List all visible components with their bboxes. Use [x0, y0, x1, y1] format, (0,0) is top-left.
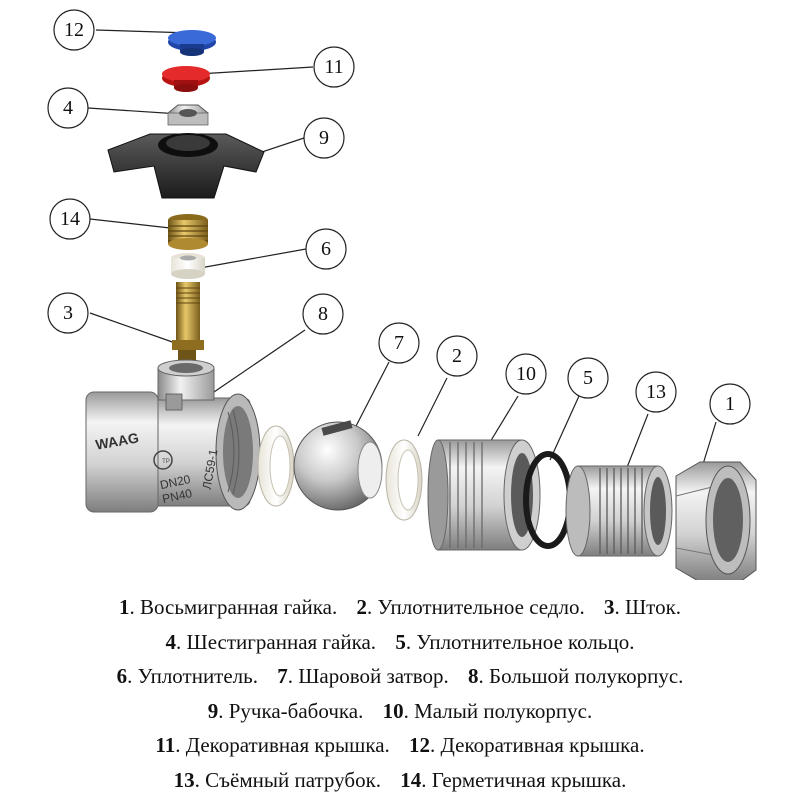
octagonal-nut: [675, 461, 757, 583]
brand-marking: WAAG: [94, 429, 140, 452]
legend-item: 6. Уплотнитель.: [117, 664, 258, 688]
svg-text:10: 10: [516, 363, 536, 385]
legend-item: 5. Уплотнительное кольцо.: [395, 630, 634, 654]
legend-number: 5: [395, 629, 406, 654]
legend-number: 3: [603, 595, 615, 619]
legend-item: 4. Шестигранная гайка.: [166, 630, 377, 654]
legend-line: 11. Декоративная крышка. 12. Декоративна…: [0, 728, 800, 763]
callout-group: 12 11 4 9 14 6 3 8 7 2 10 5 13 1: [47, 9, 751, 425]
callout-1: 1: [709, 383, 751, 425]
legend-item: 2. Уплотнительное седло.: [356, 595, 584, 619]
seal-seat-right: [385, 439, 423, 521]
legend-number: 4: [165, 629, 177, 654]
legend-text: . Уплотнительное кольцо.: [405, 629, 635, 654]
legend-text: . Уплотнительное седло.: [366, 595, 585, 619]
legend-item: 11. Декоративная крышка.: [155, 733, 389, 757]
legend-item: 8. Большой полукорпус.: [468, 664, 683, 688]
callout-12: 12: [53, 9, 95, 51]
svg-text:9: 9: [319, 127, 329, 149]
legend-line: 4. Шестигранная гайка. 5. Уплотнительное…: [0, 625, 800, 660]
svg-text:13: 13: [646, 381, 666, 403]
callout-13: 13: [635, 371, 677, 413]
valve-stem: [172, 282, 204, 364]
callout-14: 14: [49, 198, 91, 240]
callout-6: 6: [305, 228, 347, 270]
callout-2: 2: [436, 335, 478, 377]
legend-text: . Шаровой затвор.: [287, 664, 449, 688]
callout-10: 10: [505, 353, 547, 395]
callout-9: 9: [303, 117, 345, 159]
legend-item: 10. Малый полукорпус.: [383, 699, 593, 723]
legend-number: 6: [116, 664, 128, 688]
certification-mark: [153, 450, 173, 470]
legend-text: . Герметичная крышка.: [421, 767, 627, 792]
svg-text:14: 14: [60, 208, 80, 230]
legend-item: 3. Шток.: [604, 595, 681, 619]
brass-seal-cap: [168, 214, 208, 250]
legend-number: 8: [468, 664, 479, 688]
legend-number: 11: [155, 733, 176, 757]
legend-number: 1: [118, 595, 130, 619]
svg-text:5: 5: [583, 367, 593, 389]
legend-text: . Шестигранная гайка.: [176, 629, 377, 654]
legend-number: 10: [382, 698, 404, 723]
legend-item: 13. Съёмный патрубок.: [174, 768, 381, 792]
pressure-marking: PN40: [161, 486, 194, 506]
legend-number: 12: [409, 733, 431, 757]
exploded-diagram: WAAG ТР DN20 PN40 ЛС59-1: [47, 9, 757, 583]
decorative-cap-blue: [168, 30, 216, 56]
legend-text: . Декоративная крышка.: [175, 733, 390, 757]
callout-7: 7: [378, 322, 420, 364]
legend-number: 2: [356, 595, 367, 619]
svg-text:ТР: ТР: [162, 459, 170, 465]
legend-text: . Ручка-бабочка.: [218, 698, 364, 723]
stem-seal: [171, 253, 205, 279]
svg-text:8: 8: [318, 303, 328, 325]
svg-text:3: 3: [63, 302, 73, 324]
legend-text: . Большой полукорпус.: [478, 664, 684, 688]
legend-number: 9: [207, 698, 219, 723]
callout-8: 8: [302, 293, 344, 335]
legend-text: . Декоративная крышка.: [430, 733, 645, 757]
legend-line: 6. Уплотнитель. 7. Шаровой затвор. 8. Бо…: [0, 659, 800, 694]
butterfly-handle: [107, 133, 265, 199]
svg-text:6: 6: [321, 238, 331, 260]
decorative-cap-red: [162, 66, 210, 92]
legend-item: 12. Декоративная крышка.: [409, 733, 645, 757]
svg-text:1: 1: [725, 393, 735, 415]
legend-line: 13. Съёмный патрубок. 14. Герметичная кр…: [0, 763, 800, 798]
alloy-marking: ЛС59-1: [200, 448, 221, 491]
ball-valve-sphere: [293, 420, 383, 511]
callout-11: 11: [313, 46, 355, 88]
svg-text:12: 12: [64, 19, 84, 41]
seal-seat-left: [257, 425, 295, 507]
callout-5: 5: [567, 357, 609, 399]
svg-text:2: 2: [452, 345, 462, 367]
legend-item: 1. Восьмигранная гайка.: [119, 595, 337, 619]
legend-number: 13: [173, 767, 195, 792]
callout-4: 4: [47, 87, 89, 129]
legend-text: . Шток.: [614, 595, 682, 619]
svg-text:7: 7: [394, 332, 404, 354]
legend-line: 1. Восьмигранная гайка. 2. Уплотнительно…: [0, 590, 800, 625]
svg-text:11: 11: [324, 56, 343, 78]
legend-number: 7: [277, 664, 288, 688]
size-marking: DN20: [159, 472, 192, 492]
legend-text: . Малый полукорпус.: [403, 698, 593, 723]
legend-text: . Уплотнитель.: [127, 664, 258, 688]
removable-nipple: [565, 465, 673, 557]
legend-line: 9. Ручка-бабочка. 10. Малый полукорпус.: [0, 694, 800, 729]
legend-item: 14. Герметичная крышка.: [400, 768, 626, 792]
legend-text: . Съёмный патрубок.: [194, 767, 382, 792]
legend-text: . Восьмигранная гайка.: [129, 595, 338, 619]
legend-number: 14: [400, 767, 422, 792]
legend-item: 9. Ручка-бабочка.: [208, 699, 364, 723]
parts-legend: 1. Восьмигранная гайка. 2. Уплотнительно…: [0, 590, 800, 797]
callout-3: 3: [47, 292, 89, 334]
legend-item: 7. Шаровой затвор.: [277, 664, 449, 688]
large-half-body: WAAG ТР DN20 PN40 ЛС59-1: [85, 359, 261, 513]
hex-nut: [167, 104, 209, 126]
svg-text:4: 4: [63, 97, 73, 119]
